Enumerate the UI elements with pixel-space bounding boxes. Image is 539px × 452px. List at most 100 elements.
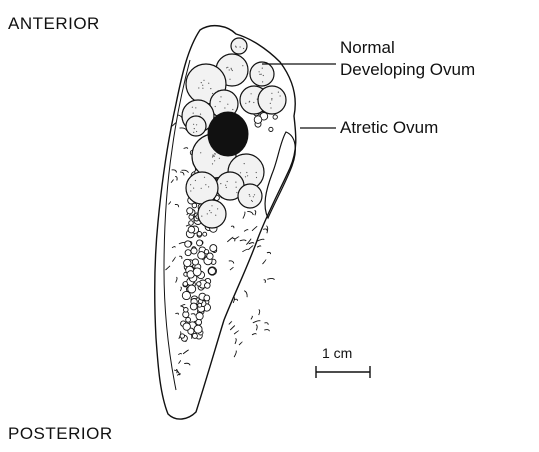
small-ovum (189, 221, 194, 226)
ovary-lobe-outline (265, 132, 295, 218)
small-ovum (269, 127, 273, 131)
tissue-mark (263, 229, 267, 231)
tissue-mark (184, 148, 188, 149)
small-ovum (187, 208, 193, 214)
tissue-mark (180, 128, 187, 131)
small-ovum (184, 259, 191, 266)
tissue-mark (257, 246, 261, 247)
small-ovum (273, 115, 277, 119)
tissue-mark (183, 350, 189, 354)
tissue-mark (267, 278, 274, 279)
tissue-mark (175, 177, 177, 181)
tissue-mark (172, 257, 175, 262)
tissue-mark (178, 353, 181, 354)
tissue-mark (233, 238, 235, 241)
small-ovum (197, 240, 203, 246)
small-ovum (203, 232, 207, 236)
tissue-mark (179, 361, 181, 364)
tissue-mark (247, 211, 253, 215)
tissue-mark (191, 314, 195, 316)
tissue-mark (234, 331, 239, 334)
tissue-mark (240, 240, 246, 241)
developing-ovum (186, 116, 206, 136)
tissue-mark (248, 246, 253, 250)
tissue-mark (259, 310, 260, 316)
small-ovum (205, 283, 211, 289)
tissue-mark (184, 363, 190, 365)
tissue-mark (172, 247, 175, 248)
tissue-mark (249, 243, 254, 244)
tissue-mark (229, 321, 232, 324)
tissue-mark (251, 316, 253, 319)
tissue-mark (267, 252, 271, 254)
small-ovum (192, 259, 198, 265)
tissue-mark (229, 261, 234, 264)
tissue-mark (169, 202, 171, 205)
tissue-mark (180, 305, 185, 307)
tissue-mark (227, 237, 233, 242)
tissue-mark (258, 239, 265, 241)
tissue-mark (244, 291, 247, 298)
tissue-mark (256, 325, 257, 331)
tissue-mark (235, 237, 239, 239)
tissue-mark (252, 334, 256, 335)
small-ovum (193, 268, 201, 276)
tissue-mark (242, 249, 248, 252)
tissue-mark (180, 287, 181, 291)
tissue-mark (175, 204, 179, 207)
tissue-mark (264, 330, 269, 332)
developing-ovum (231, 38, 247, 54)
small-ovum (183, 282, 188, 287)
small-ovum (184, 308, 189, 313)
small-ovum (188, 285, 196, 293)
tissue-mark (263, 259, 266, 264)
tissue-mark (230, 326, 235, 331)
small-ovum (198, 252, 205, 259)
tissue-mark (255, 211, 256, 216)
tissue-mark (264, 280, 266, 283)
tissue-mark (239, 342, 242, 345)
developing-ovum (198, 200, 226, 228)
tissue-mark (253, 321, 261, 323)
atretic-ovum (208, 112, 248, 156)
developing-ovum (186, 172, 218, 204)
tissue-mark (176, 277, 177, 282)
small-ovum (197, 282, 201, 286)
small-ovum (197, 232, 202, 237)
small-ovum (180, 334, 184, 338)
tissue-mark (234, 299, 237, 301)
tissue-mark (252, 226, 257, 231)
small-ovum (188, 226, 195, 233)
small-ovum (196, 319, 202, 325)
tissue-mark (235, 338, 236, 344)
tissue-mark (264, 323, 268, 325)
tissue-mark (231, 226, 234, 228)
scale-bar (316, 366, 370, 378)
tissue-mark (171, 180, 173, 183)
small-ovum (186, 317, 191, 322)
developing-ovum (250, 62, 274, 86)
small-ovum (190, 303, 197, 310)
tissue-mark (175, 313, 178, 315)
small-ovum (185, 241, 191, 247)
tissue-mark (179, 256, 182, 259)
small-ovum (194, 325, 202, 333)
tissue-mark (243, 212, 245, 219)
tissue-mark (234, 351, 236, 358)
tissue-mark (244, 230, 248, 232)
tissue-mark (166, 266, 171, 270)
small-ovum (204, 295, 210, 301)
small-ovum (192, 203, 197, 208)
tissue-mark (172, 170, 177, 173)
small-ovum (183, 323, 190, 330)
small-ovum (210, 245, 217, 252)
small-ovum (209, 268, 216, 275)
tissue-mark (230, 267, 233, 270)
small-ovum (192, 333, 197, 338)
small-ovum (191, 248, 197, 254)
small-ovum (196, 313, 203, 320)
small-ovum (254, 116, 262, 124)
tissue-mark (180, 172, 184, 175)
small-ovum (185, 250, 191, 256)
